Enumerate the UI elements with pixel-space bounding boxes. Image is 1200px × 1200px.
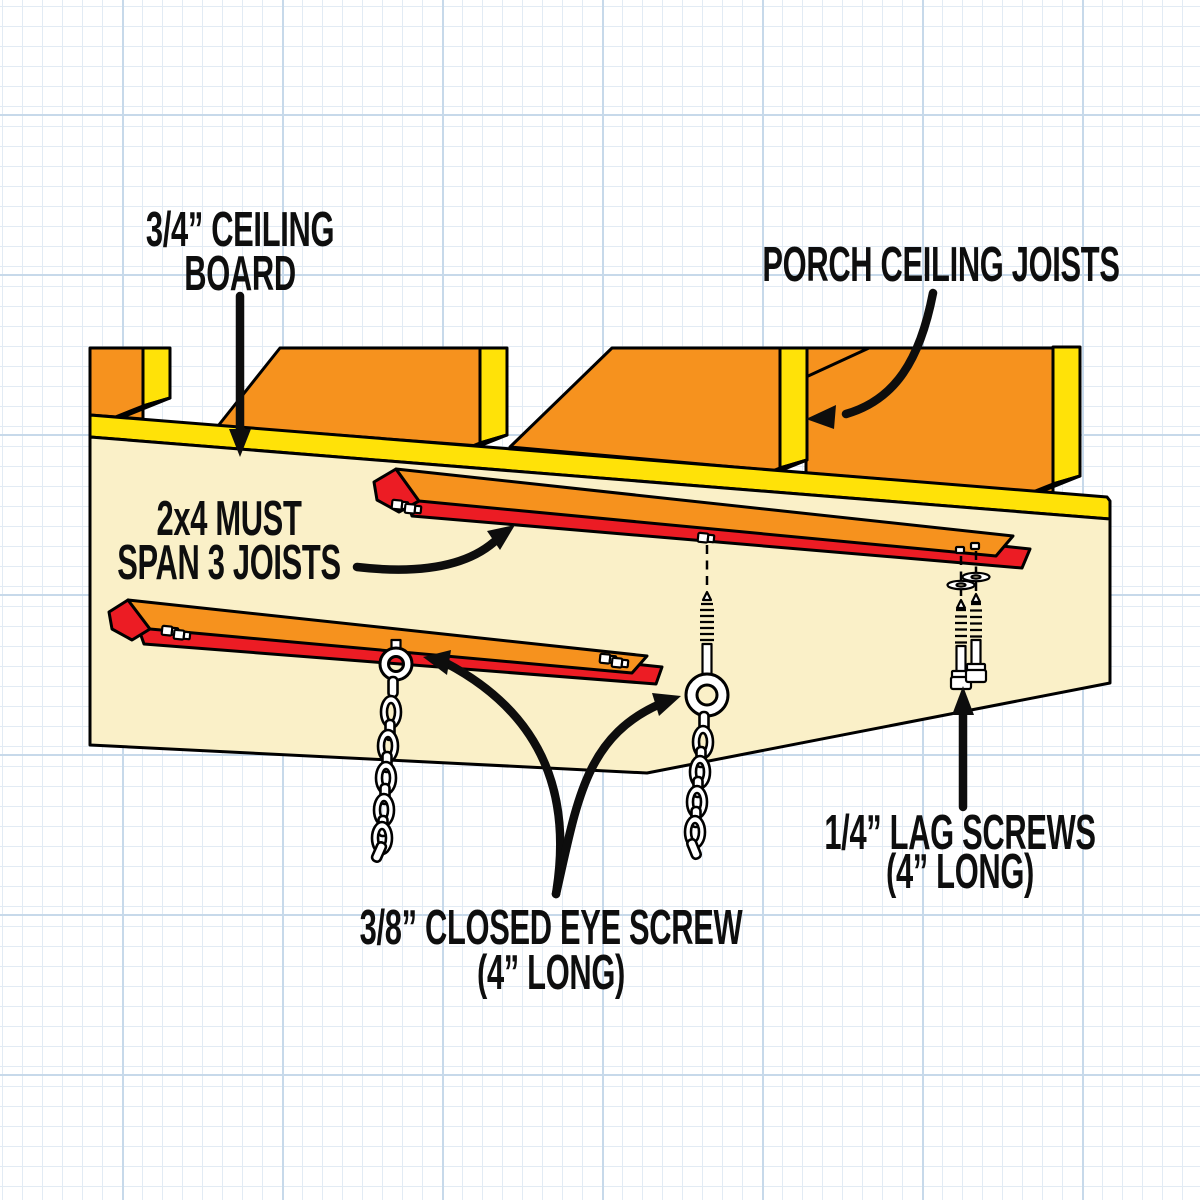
eye-screw-installed-icon: [378, 638, 414, 682]
label-text: 2x4 MUST: [157, 491, 302, 546]
joist-edge-line: [805, 346, 870, 379]
joist-bottom-edge: [478, 346, 509, 445]
cleat-2x4-lower: [107, 598, 664, 686]
hardware: [160, 498, 991, 865]
arrow-two-by-four: [352, 525, 515, 574]
label-porch-joists: PORCH CEILING JOISTS: [762, 237, 1120, 292]
lag-pilot-nub: [954, 545, 966, 555]
label-text: 3/4” CEILING: [146, 202, 334, 257]
pilot-screw-mark-icon: [696, 531, 716, 545]
lag-screw-head-icon: [172, 628, 192, 642]
joist-face: [804, 346, 1055, 495]
callout-arrows: [229, 288, 974, 899]
lag-screw-icon: [964, 592, 988, 684]
arrow-porch-joists: [806, 288, 938, 429]
label-closed-eye-screw: 3/8” CLOSED EYE SCREW (4” LONG): [360, 900, 744, 1000]
label-text: PORCH CEILING JOISTS: [762, 237, 1119, 292]
label-text: (4” LONG): [886, 844, 1034, 899]
cleat-bottom-face: [126, 598, 649, 675]
arrow-ceiling-board: [229, 291, 251, 457]
lag-screw-head-icon: [610, 656, 630, 670]
label-two-by-four-rule: 2x4 MUST SPAN 3 JOISTS: [117, 491, 341, 590]
joist-1: [88, 346, 172, 426]
label-text: SPAN 3 JOISTS: [117, 535, 340, 590]
label-text: 1/4” LAG SCREWS: [824, 805, 1095, 860]
label-lag-screws: 1/4” LAG SCREWS (4” LONG): [824, 805, 1096, 899]
washer-icon: [946, 579, 976, 591]
label-text: 3/8” CLOSED EYE SCREW: [360, 900, 743, 955]
lag-screw-head-icon: [403, 502, 423, 516]
closed-eye-screw-icon: [684, 590, 730, 718]
lag-pilot-nub: [969, 541, 981, 551]
label-text: (4” LONG): [477, 945, 625, 1000]
arrow-lag-screws: [952, 686, 974, 812]
washer-icon: [961, 571, 991, 583]
label-ceiling-board: 3/4” CEILING BOARD: [146, 202, 335, 301]
joist-bottom-edge: [778, 346, 809, 470]
joist-bottom-edge: [1051, 345, 1082, 486]
cleat-bottom-face: [394, 467, 1015, 558]
joist-bottom-edge: [141, 346, 172, 408]
arrow-eye-screw-right: [551, 693, 681, 899]
ceiling-board-edge: [88, 413, 1112, 521]
label-text: BOARD: [184, 246, 296, 301]
